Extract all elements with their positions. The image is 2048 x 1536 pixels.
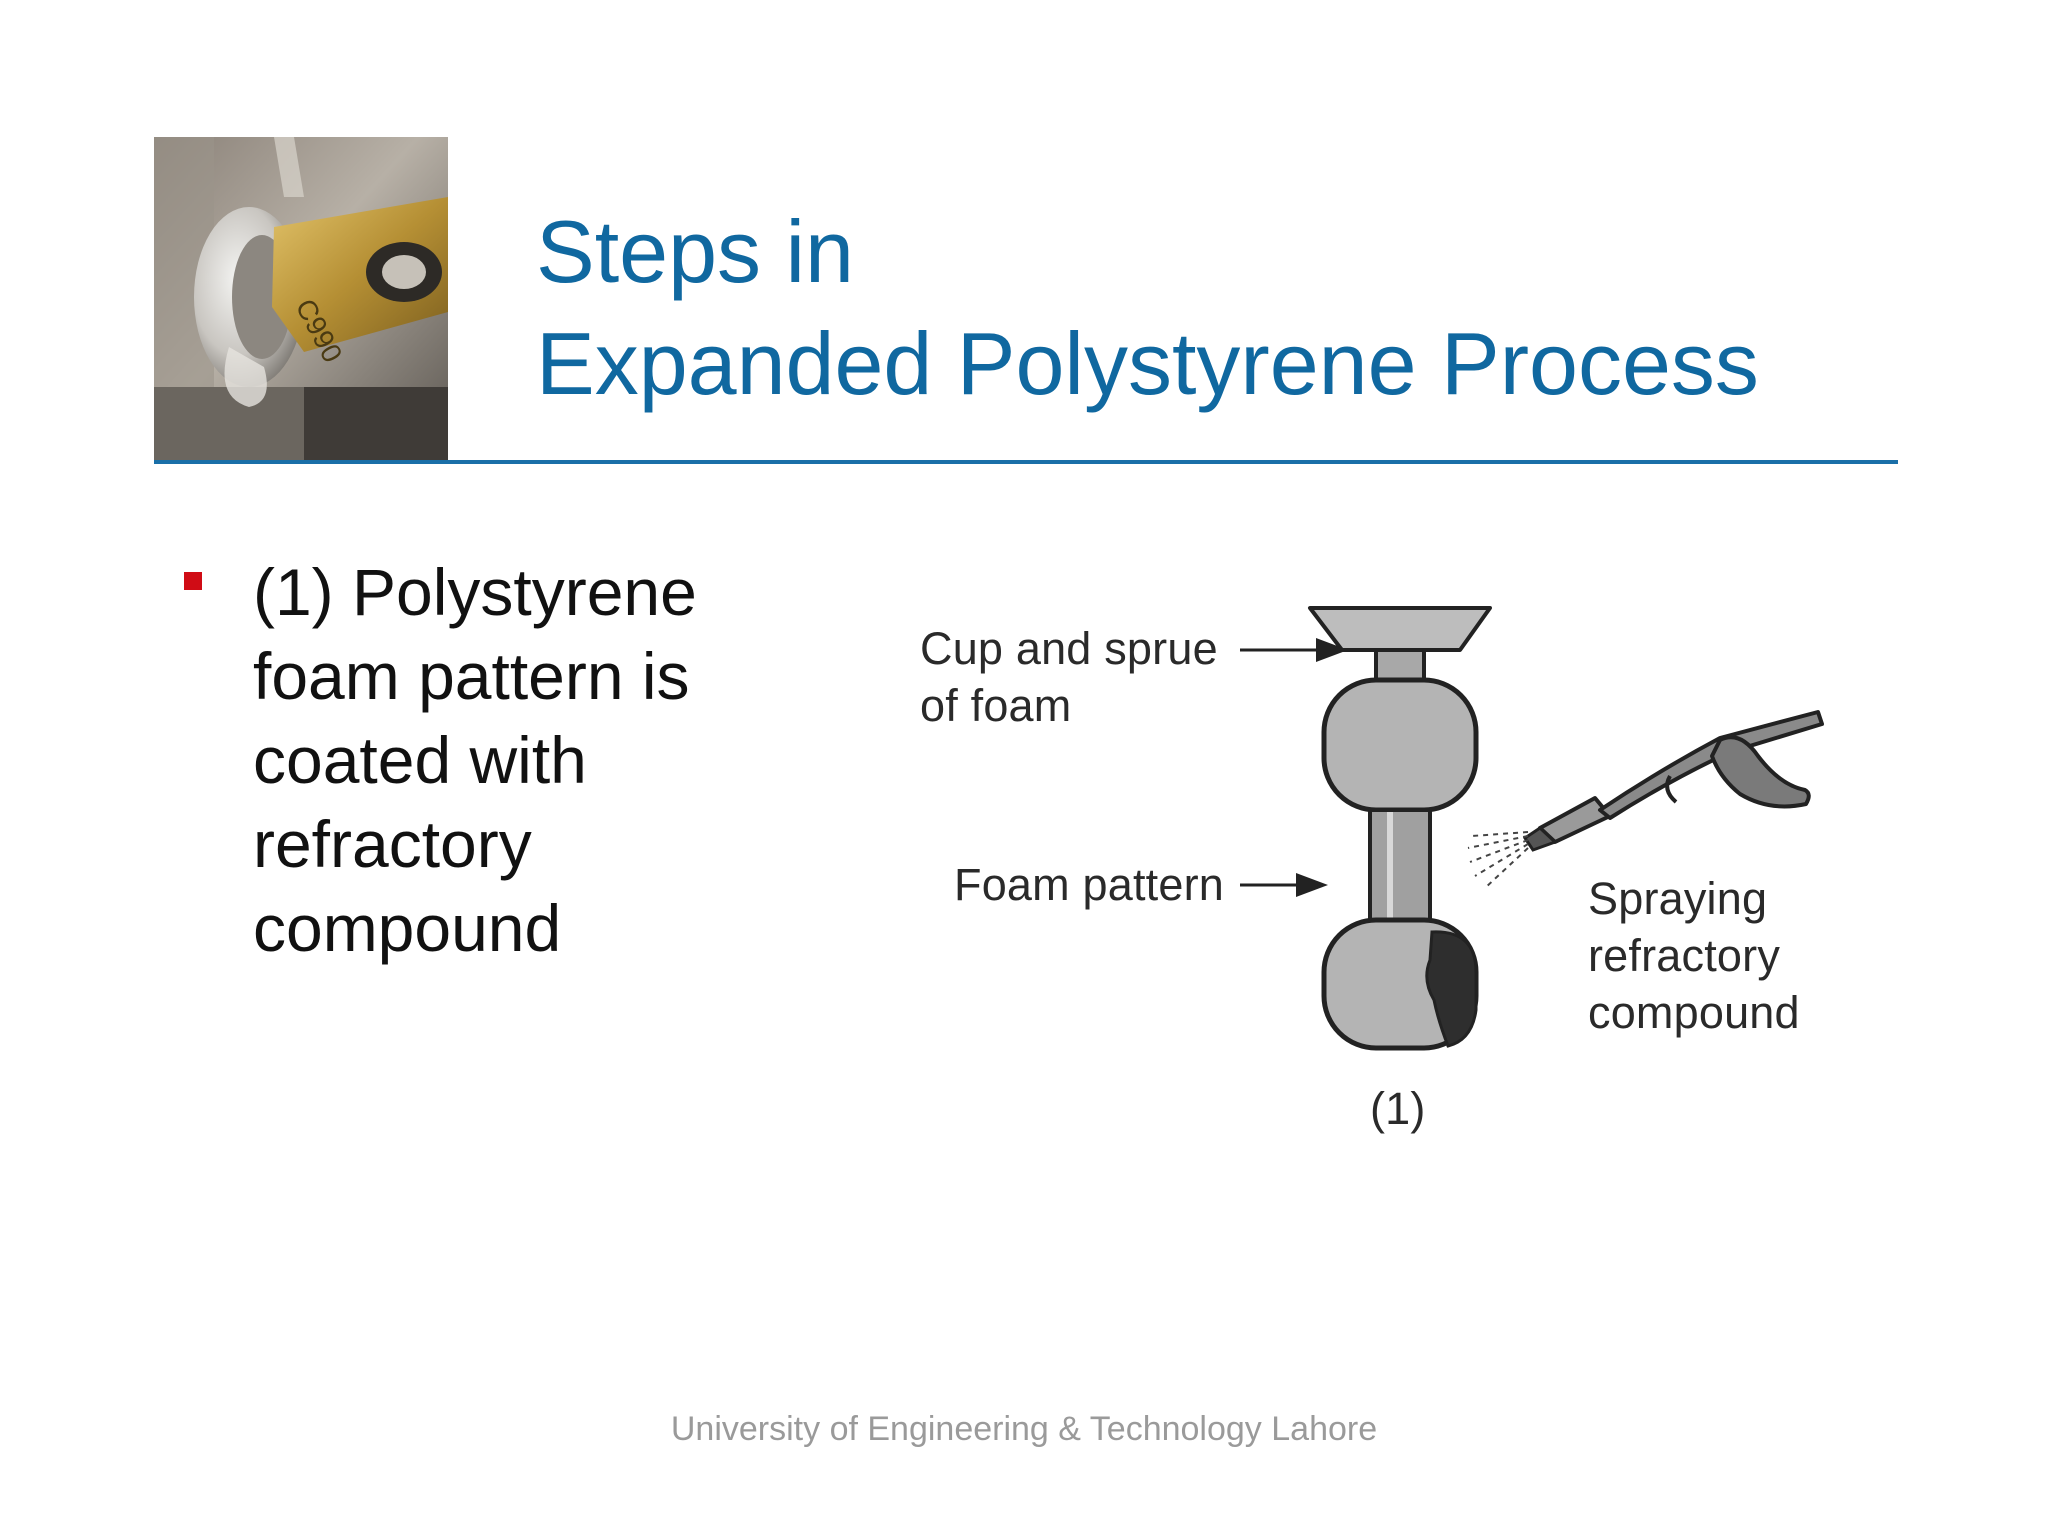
footer-text: University of Engineering & Technology L…	[670, 1410, 1378, 1448]
slide-title-line1: Steps in	[536, 202, 854, 301]
arrow-cup-icon	[1316, 638, 1348, 662]
header-photo: C990	[154, 137, 448, 462]
process-figure: Cup and sprue of foam Foam pattern Spray…	[900, 580, 1900, 1140]
title-divider	[154, 460, 1898, 464]
refractory-coating-shape	[1425, 930, 1478, 1048]
pouring-cup-shape	[1308, 606, 1492, 652]
square-bullet-icon	[184, 572, 202, 590]
arrow-pattern-icon	[1296, 873, 1328, 897]
upper-pattern-shape	[1321, 677, 1479, 813]
figure-caption: (1)	[1370, 1083, 1426, 1134]
spray-gun-icon	[1522, 710, 1824, 852]
pattern-neck-shape	[1368, 808, 1432, 924]
spray-mist-icon	[1467, 831, 1529, 889]
label-foam-pattern: Foam pattern	[954, 859, 1225, 910]
figure-drawing	[1240, 606, 1824, 1051]
bullet-text: (1) Polystyrene foam pattern is coated w…	[253, 555, 697, 965]
label-spraying-refractory: Spraying refractory compound	[1588, 873, 1800, 1038]
sprue-shape	[1374, 648, 1426, 684]
label-cup-and-sprue: Cup and sprue of foam	[920, 623, 1218, 731]
slide-title-line2: Expanded Polystyrene Process	[536, 314, 1759, 413]
slide-title: Steps in Expanded Polystyrene Process	[536, 196, 1936, 420]
